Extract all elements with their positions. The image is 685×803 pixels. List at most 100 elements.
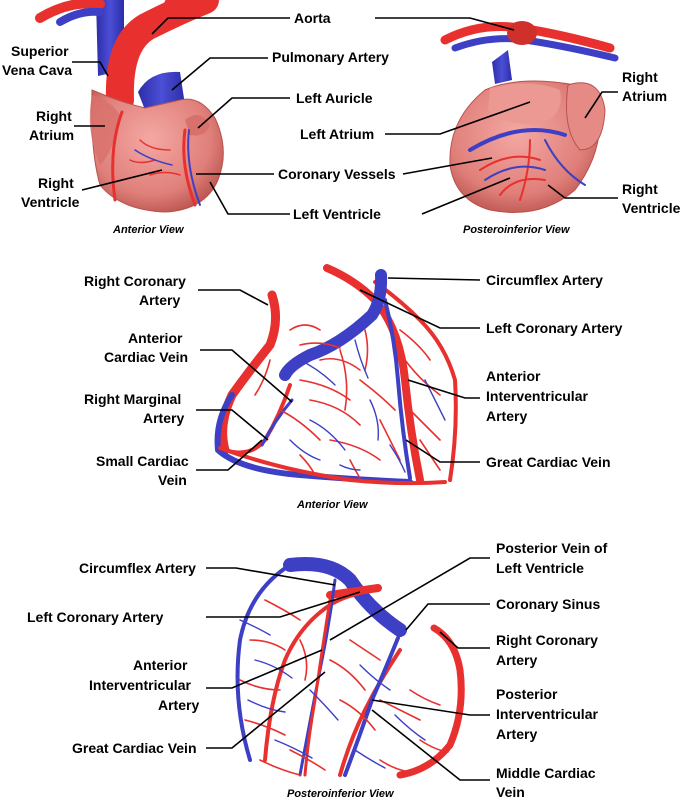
posterior-vein-branches: [484, 139, 586, 186]
anterior-small-cardiac-vein-2: [260, 398, 294, 447]
panel-anterior-vessels: Right Coronary Artery Circumflex Artery …: [84, 264, 623, 511]
leader-right-atrium-posterior: [584, 91, 618, 119]
label-posterior-right-ventricle-2: Ventricle: [622, 200, 681, 216]
label-small-cardiac-vein-2: Vein: [158, 472, 187, 488]
brachiocephalic-vein-left: [56, 7, 104, 26]
label-middle-cardiac-vein-2: Vein: [496, 784, 525, 800]
label-left-ventricle: Left Ventricle: [293, 206, 381, 222]
great-vessels-posterior: [440, 21, 619, 84]
caption-anterior-heart: Anterior View: [112, 224, 185, 236]
posterior-coronary-sinus-trunk: [283, 557, 407, 637]
leader-aorta: [151, 17, 290, 35]
label-posterior-right-atrium-2: Atrium: [622, 88, 667, 104]
label-anterior-interventricular-artery-3: Artery: [486, 408, 527, 424]
labels-posteroinferior-vessels: Circumflex Artery Posterior Vein of Left…: [27, 540, 608, 800]
label-right-ventricle-2: Ventricle: [21, 194, 80, 210]
aortic-arch-left-branch: [35, 0, 105, 23]
posterior-aia: [303, 598, 332, 777]
label-pulmonary-artery: Pulmonary Artery: [272, 49, 389, 65]
anterior-interventricular-vein: [187, 129, 201, 206]
label-coronary-sinus: Coronary Sinus: [496, 596, 600, 612]
label-superior-vena-cava-1: Superior: [11, 43, 69, 59]
label-posterior-right-atrium-1: Right: [622, 69, 658, 85]
posterior-fine-veins: [239, 619, 426, 769]
posterior-coronary-sinus: [468, 128, 567, 152]
leader-great-cardiac-vein: [405, 439, 480, 463]
caption-anterior-vessels: Anterior View: [296, 499, 369, 511]
panel-posteroinferior-vessels: Circumflex Artery Posterior Vein of Left…: [27, 540, 608, 800]
leader-aorta-posterior: [375, 17, 515, 31]
leader-posterior-circumflex: [206, 567, 336, 586]
labels-anterior-heart: Aorta Pulmonary Artery Superior Vena Cav…: [2, 10, 396, 236]
labels-posteroinferior-heart: Left Atrium Right Atrium Right Ventricle…: [300, 17, 681, 236]
label-posterior-aia-3: Artery: [158, 697, 199, 713]
coronary-vessels-anterior: [111, 110, 201, 207]
label-right-marginal-artery-1: Right Marginal: [84, 391, 181, 407]
label-posterior-aia-1: Anterior: [133, 657, 188, 673]
label-left-atrium: Left Atrium: [300, 126, 374, 142]
leader-posterior-aia: [206, 649, 323, 689]
posterior-lca-stub: [326, 584, 382, 599]
pulmonary-trunk: [138, 71, 185, 110]
label-posterior-left-coronary-artery: Left Coronary Artery: [27, 609, 164, 625]
label-posterior-pia-2: Interventricular: [496, 706, 598, 722]
label-posterior-circumflex-artery: Circumflex Artery: [79, 560, 196, 576]
anterior-lca-trunk: [323, 264, 424, 484]
anterior-small-cardiac-vein: [214, 392, 413, 485]
leader-left-ventricle-posterior: [421, 177, 511, 215]
label-anterior-interventricular-artery-2: Interventricular: [486, 388, 588, 404]
posterior-fine-arteries: [239, 599, 449, 776]
leader-posterior-pia: [371, 699, 490, 716]
leader-middle-cardiac-vein: [371, 709, 490, 781]
label-great-cardiac-vein: Great Cardiac Vein: [486, 454, 611, 470]
label-posterior-vein-lv-1: Posterior Vein of: [496, 540, 608, 556]
label-right-atrium-1: Right: [36, 108, 72, 124]
caption-posteroinferior-vessels: Posteroinferior View: [287, 788, 395, 800]
leader-posterior-rca: [439, 631, 490, 649]
right-coronary-anterior: [111, 110, 124, 202]
panel-posteroinferior-heart: Left Atrium Right Atrium Right Ventricle…: [300, 17, 681, 236]
label-posterior-right-coronary-artery-1: Right Coronary: [496, 632, 598, 648]
anterior-rca-trunk: [218, 290, 280, 455]
posterior-middle-cardiac-vein: [343, 636, 400, 777]
posterior-artery-branches: [479, 139, 546, 201]
label-posterior-vein-lv-2: Left Ventricle: [496, 560, 584, 576]
leader-left-coronary-artery: [359, 289, 480, 329]
label-circumflex-artery: Circumflex Artery: [486, 272, 603, 288]
posterior-svc: [492, 50, 512, 84]
label-superior-vena-cava-2: Vena Cava: [2, 62, 72, 78]
label-posterior-right-ventricle-1: Right: [622, 181, 658, 197]
coronary-vessels-posterior: [468, 128, 586, 201]
panel-anterior-heart: Aorta Pulmonary Artery Superior Vena Cav…: [2, 0, 396, 236]
leader-left-auricle: [197, 97, 290, 129]
anterior-fine-veins: [289, 339, 446, 473]
leader-anterior-cardiac-vein: [200, 349, 293, 403]
label-right-marginal-artery-2: Artery: [143, 410, 184, 426]
label-coronary-vessels: Coronary Vessels: [278, 166, 396, 182]
label-posterior-pia-1: Posterior: [496, 686, 558, 702]
leader-left-atrium: [385, 101, 531, 135]
leader-coronary-sinus: [405, 603, 490, 631]
leader-right-ventricle: [81, 169, 163, 191]
leader-posterior-great-cardiac-vein: [206, 671, 326, 749]
leader-pulmonary-artery: [171, 57, 268, 91]
aortic-branches: [156, 0, 199, 24]
leader-coronary-vessels-posterior: [402, 157, 493, 175]
label-posterior-great-cardiac-vein: Great Cardiac Vein: [72, 740, 197, 756]
anterior-rca-inferior: [218, 446, 447, 486]
label-posterior-pia-3: Artery: [496, 726, 537, 742]
left-auricle-anterior: [185, 115, 210, 136]
label-middle-cardiac-vein-1: Middle Cardiac: [496, 765, 596, 781]
label-posterior-aia-2: Interventricular: [89, 677, 191, 693]
anterior-interventricular-vessel: [182, 128, 197, 207]
leader-posterior-left-coronary: [206, 591, 361, 618]
label-right-coronary-artery-1: Right Coronary: [84, 273, 186, 289]
posterior-rca: [396, 624, 465, 779]
leader-anterior-interventricular-artery: [407, 379, 480, 399]
caption-posteroinferior-heart: Posteroinferior View: [463, 224, 571, 236]
posterior-pda: [338, 648, 402, 777]
anterior-gcv-descending: [383, 298, 412, 480]
label-aorta: Aorta: [294, 10, 331, 26]
anterior-circumflex: [373, 280, 458, 482]
label-left-coronary-artery: Left Coronary Artery: [486, 320, 623, 336]
